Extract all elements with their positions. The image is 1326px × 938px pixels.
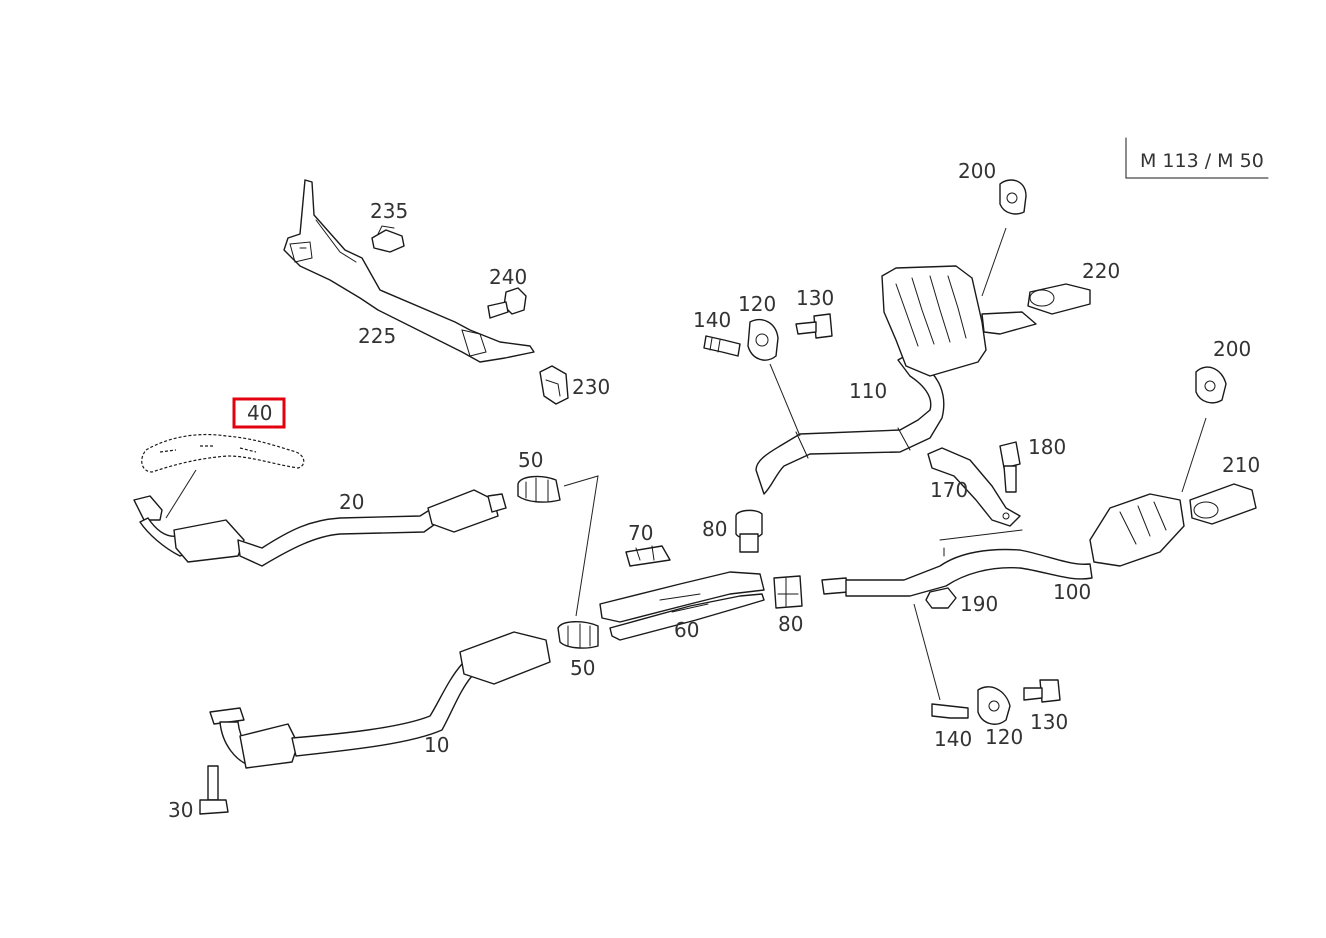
part-rear-muffler-lower[interactable] xyxy=(1089,493,1185,567)
part-100-rear-section[interactable] xyxy=(821,529,1093,597)
part-200-rubber-hanger-upper[interactable] xyxy=(999,179,1027,215)
part-80-clamp-upper[interactable] xyxy=(735,509,763,553)
callout-40[interactable]: 40 xyxy=(247,401,272,425)
part-30-bolt[interactable] xyxy=(199,765,229,815)
callout-140-lower[interactable]: 140 xyxy=(934,727,972,751)
callout-100[interactable]: 100 xyxy=(1053,580,1091,604)
callout-labels: 235 240 225 230 40 20 50 50 70 60 80 80 … xyxy=(168,159,1260,822)
part-140-bolt-lower[interactable] xyxy=(931,703,969,719)
callout-180[interactable]: 180 xyxy=(1028,435,1066,459)
part-230-bracket[interactable] xyxy=(539,365,569,405)
part-10-exhaust-pipe[interactable] xyxy=(209,631,551,769)
callout-140-upper[interactable]: 140 xyxy=(693,308,731,332)
callout-20[interactable]: 20 xyxy=(339,490,364,514)
part-110-rear-pipe[interactable] xyxy=(755,351,945,495)
selected-callout-highlight xyxy=(232,397,286,429)
callout-50-upper[interactable]: 50 xyxy=(518,448,543,472)
part-190-nut[interactable] xyxy=(925,587,957,609)
part-120-rubber-hanger-lower[interactable] xyxy=(977,686,1011,725)
callout-235[interactable]: 235 xyxy=(370,199,408,223)
part-40-gasket[interactable] xyxy=(141,433,305,473)
part-240-bolt[interactable] xyxy=(487,287,527,319)
part-60-intermediate-pipe[interactable] xyxy=(599,571,765,641)
callout-80-lower[interactable]: 80 xyxy=(778,612,803,636)
part-70-rubber-mount[interactable] xyxy=(625,545,671,567)
callout-120-upper[interactable]: 120 xyxy=(738,292,776,316)
part-210-tail-trim[interactable] xyxy=(1189,483,1257,525)
part-80-clamp-lower[interactable] xyxy=(773,575,803,609)
part-220-tail-trim[interactable] xyxy=(1027,283,1091,315)
callout-170[interactable]: 170 xyxy=(930,478,968,502)
part-50-clamp-upper[interactable] xyxy=(517,475,561,503)
callout-30[interactable]: 30 xyxy=(168,798,193,822)
engine-variant-text: M 113 / M 50 xyxy=(1140,150,1264,172)
part-rear-muffler-upper[interactable] xyxy=(881,265,1037,377)
callout-220[interactable]: 220 xyxy=(1082,259,1120,283)
callout-120-lower[interactable]: 120 xyxy=(985,725,1023,749)
callout-130-upper[interactable]: 130 xyxy=(796,286,834,310)
callout-225[interactable]: 225 xyxy=(358,324,396,348)
part-235-clip[interactable] xyxy=(371,225,405,253)
callout-10[interactable]: 10 xyxy=(424,733,449,757)
part-130-bolt-upper[interactable] xyxy=(795,313,833,339)
part-20-front-exhaust-pipe[interactable] xyxy=(133,489,507,567)
part-225-heat-shield[interactable] xyxy=(283,179,535,363)
part-120-rubber-hanger-upper[interactable] xyxy=(747,319,779,361)
engine-variant-label: M 113 / M 50 xyxy=(1125,137,1269,179)
callout-60[interactable]: 60 xyxy=(674,618,699,642)
part-50-clamp-lower[interactable] xyxy=(557,621,599,649)
callout-200-lower[interactable]: 200 xyxy=(1213,337,1251,361)
callout-130-lower[interactable]: 130 xyxy=(1030,710,1068,734)
callout-110[interactable]: 110 xyxy=(849,379,887,403)
callout-210[interactable]: 210 xyxy=(1222,453,1260,477)
callout-200-upper[interactable]: 200 xyxy=(958,159,996,183)
part-180-bolt[interactable] xyxy=(999,441,1021,493)
part-200-rubber-hanger-lower[interactable] xyxy=(1195,366,1227,404)
callout-240[interactable]: 240 xyxy=(489,265,527,289)
callout-190[interactable]: 190 xyxy=(960,592,998,616)
callout-80-upper[interactable]: 80 xyxy=(702,517,727,541)
part-140-bolt-upper[interactable] xyxy=(703,335,741,357)
callout-50-lower[interactable]: 50 xyxy=(570,656,595,680)
callout-70[interactable]: 70 xyxy=(628,521,653,545)
leader-lines xyxy=(165,227,1207,701)
part-170-bracket[interactable] xyxy=(927,447,1021,527)
part-130-bolt-lower[interactable] xyxy=(1023,679,1061,703)
callout-230[interactable]: 230 xyxy=(572,375,610,399)
